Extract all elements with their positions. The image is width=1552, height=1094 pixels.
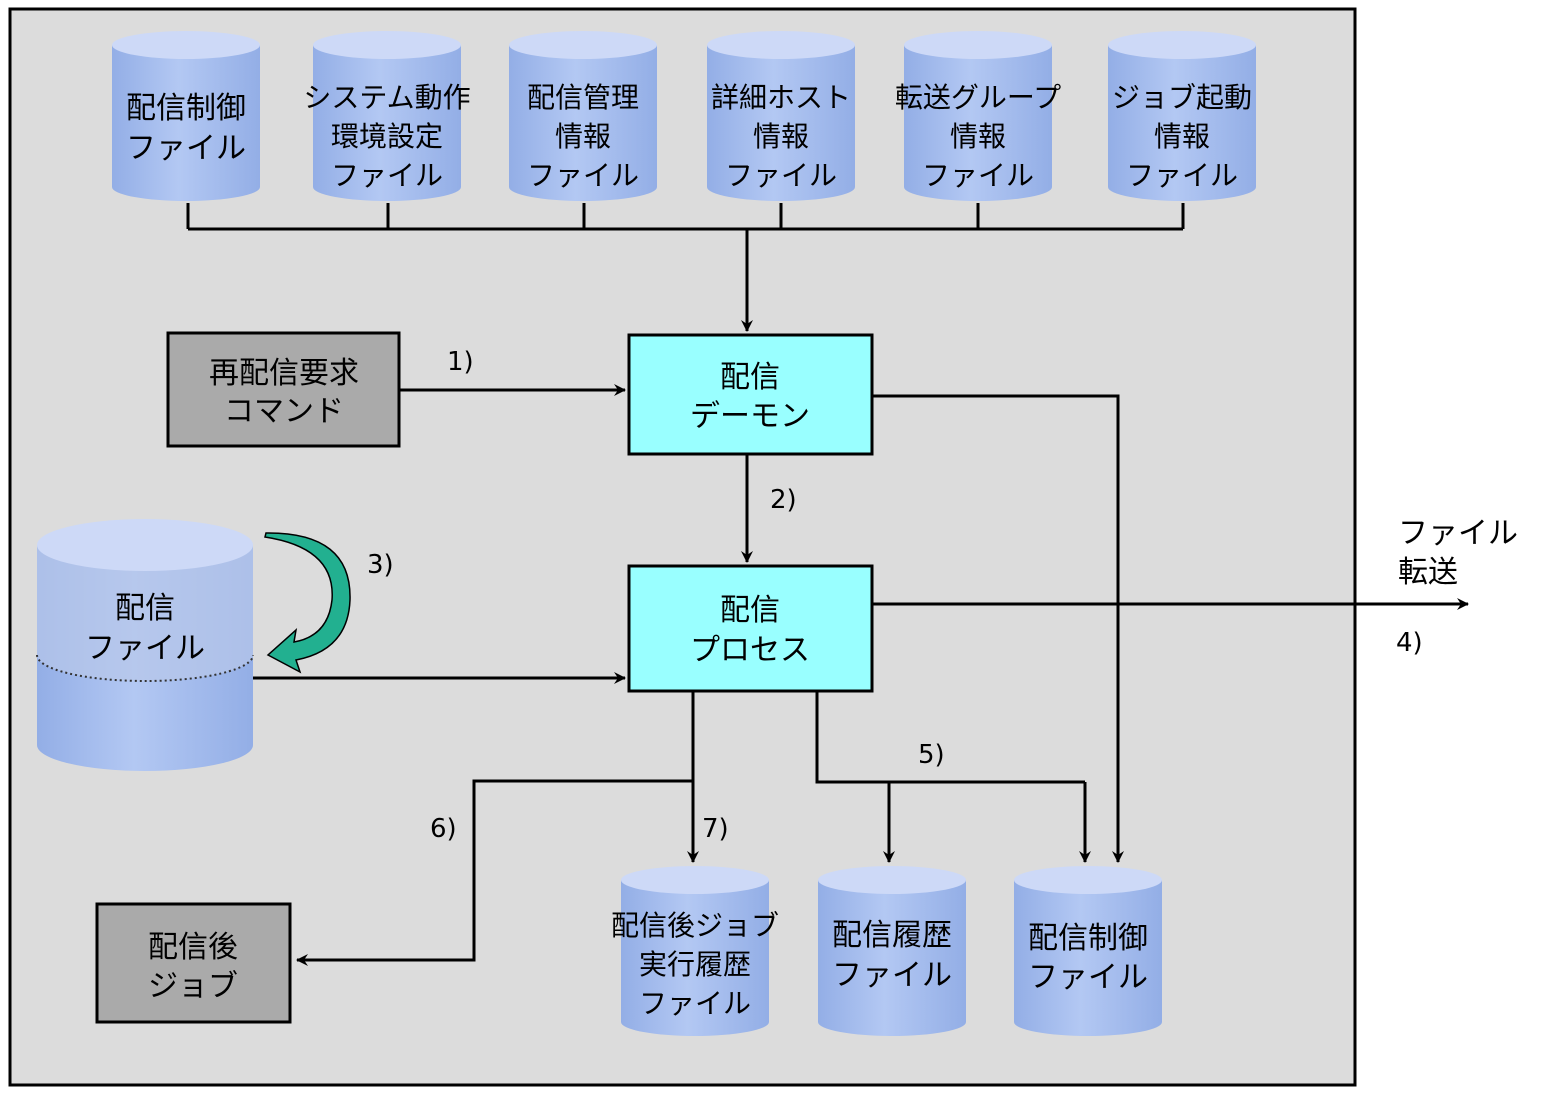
top-file-4-line3: ファイル [725, 159, 837, 192]
step-2-label: 2) [770, 485, 797, 515]
top-file-3-line3: ファイル [527, 159, 639, 192]
bottom-file-2-line1: 配信履歴 [832, 918, 952, 953]
top-file-1-line1: 配信制御 [126, 91, 246, 126]
bottom-file-3-line2: ファイル [1028, 960, 1148, 995]
top-file-2-line1: システム動作 [303, 81, 470, 114]
step-6-label: 6) [430, 814, 457, 844]
top-file-5-line2: 情報 [950, 120, 1006, 153]
top-file-3-line2: 情報 [555, 120, 611, 153]
top-file-4: 詳細ホスト 情報 ファイル [707, 31, 855, 201]
bottom-file-2-line2: ファイル [832, 958, 952, 993]
post-job-box-line1: 配信後 [148, 930, 238, 965]
bottom-file-1: 配信後ジョブ 実行履歴 ファイル [611, 866, 779, 1036]
top-file-6-line2: 情報 [1154, 120, 1210, 153]
top-file-5-line3: ファイル [922, 159, 1034, 192]
distribution-file-line1: 配信 [115, 591, 175, 626]
process-box-line1: 配信 [720, 593, 780, 628]
top-file-4-line1: 詳細ホスト [711, 81, 851, 114]
file-transfer-line2: 転送 [1398, 555, 1458, 590]
top-file-4-line2: 情報 [753, 120, 809, 153]
top-file-6: ジョブ起動 情報 ファイル [1108, 31, 1256, 201]
step-5-label: 5) [918, 740, 945, 770]
process-box: 配信 プロセス [627, 564, 874, 693]
top-file-6-line1: ジョブ起動 [1112, 81, 1252, 114]
top-file-2-line2: 環境設定 [331, 120, 443, 153]
top-file-1: 配信制御 ファイル [112, 31, 260, 201]
bottom-file-3-line1: 配信制御 [1028, 921, 1148, 956]
curved-update-arrow [264, 532, 351, 674]
top-file-3: 配信管理 情報 ファイル [509, 31, 657, 201]
line-process-to-history-bus [815, 691, 1085, 784]
top-file-2-line3: ファイル [331, 159, 443, 192]
arrow-process-to-post-job [296, 779, 693, 966]
top-file-6-line3: ファイル [1126, 159, 1238, 192]
post-job-box: 配信後 ジョブ [95, 902, 292, 1024]
daemon-box-line1: 配信 [720, 360, 780, 395]
step-7-label: 7) [702, 814, 729, 844]
daemon-box: 配信 デーモン [627, 333, 874, 456]
command-box-line2: コマンド [224, 394, 344, 429]
distribution-file: 配信 ファイル [36, 519, 254, 771]
step-1-label: 1) [447, 347, 474, 377]
top-file-3-line1: 配信管理 [527, 81, 639, 114]
bottom-file-1-line1: 配信後ジョブ [611, 909, 779, 942]
bottom-file-1-line3: ファイル [639, 987, 751, 1020]
bottom-file-2: 配信履歴 ファイル [818, 866, 966, 1036]
post-job-box-line2: ジョブ [148, 969, 238, 1004]
redistribution-command-box: 再配信要求 コマンド [166, 331, 401, 448]
bottom-file-3: 配信制御 ファイル [1014, 866, 1162, 1036]
step-4-label: 4) [1396, 628, 1423, 658]
daemon-box-line2: デーモン [690, 399, 810, 434]
file-transfer-line1: ファイル [1398, 516, 1518, 551]
distribution-file-line2: ファイル [85, 631, 205, 666]
top-file-5: 転送グループ 情報 ファイル [895, 31, 1061, 201]
top-bus-connectors [186, 203, 1185, 332]
arrow-daemon-to-control-file [872, 394, 1124, 863]
step-3-label: 3) [367, 550, 394, 580]
command-box-line1: 再配信要求 [209, 356, 359, 391]
top-file-2: システム動作 環境設定 ファイル [303, 31, 471, 201]
top-file-5-line1: 転送グループ [895, 81, 1061, 114]
process-box-line2: プロセス [690, 633, 810, 668]
top-file-1-line2: ファイル [126, 131, 246, 166]
bottom-file-1-line2: 実行履歴 [639, 948, 751, 981]
